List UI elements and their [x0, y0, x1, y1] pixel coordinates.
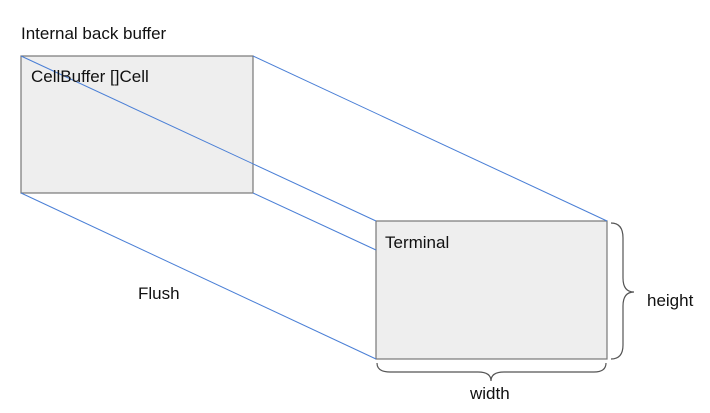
projection-line-bottom-right	[252, 192, 377, 251]
cell-buffer-label: CellBuffer []Cell	[31, 67, 149, 86]
projection-line-top-right	[252, 55, 608, 222]
back-buffer-box	[20, 55, 254, 194]
width-brace	[376, 362, 607, 382]
projection-line-top-left	[20, 55, 377, 222]
projection-line-bottom-left	[20, 192, 377, 360]
flush-label: Flush	[138, 284, 180, 303]
internal-back-buffer-label: Internal back buffer	[21, 24, 167, 43]
width-label: width	[469, 384, 510, 403]
terminal-label: Terminal	[385, 233, 449, 252]
terminal-box	[375, 220, 608, 360]
height-label: height	[647, 291, 694, 310]
projection-lines	[20, 55, 608, 360]
height-brace	[610, 222, 635, 360]
